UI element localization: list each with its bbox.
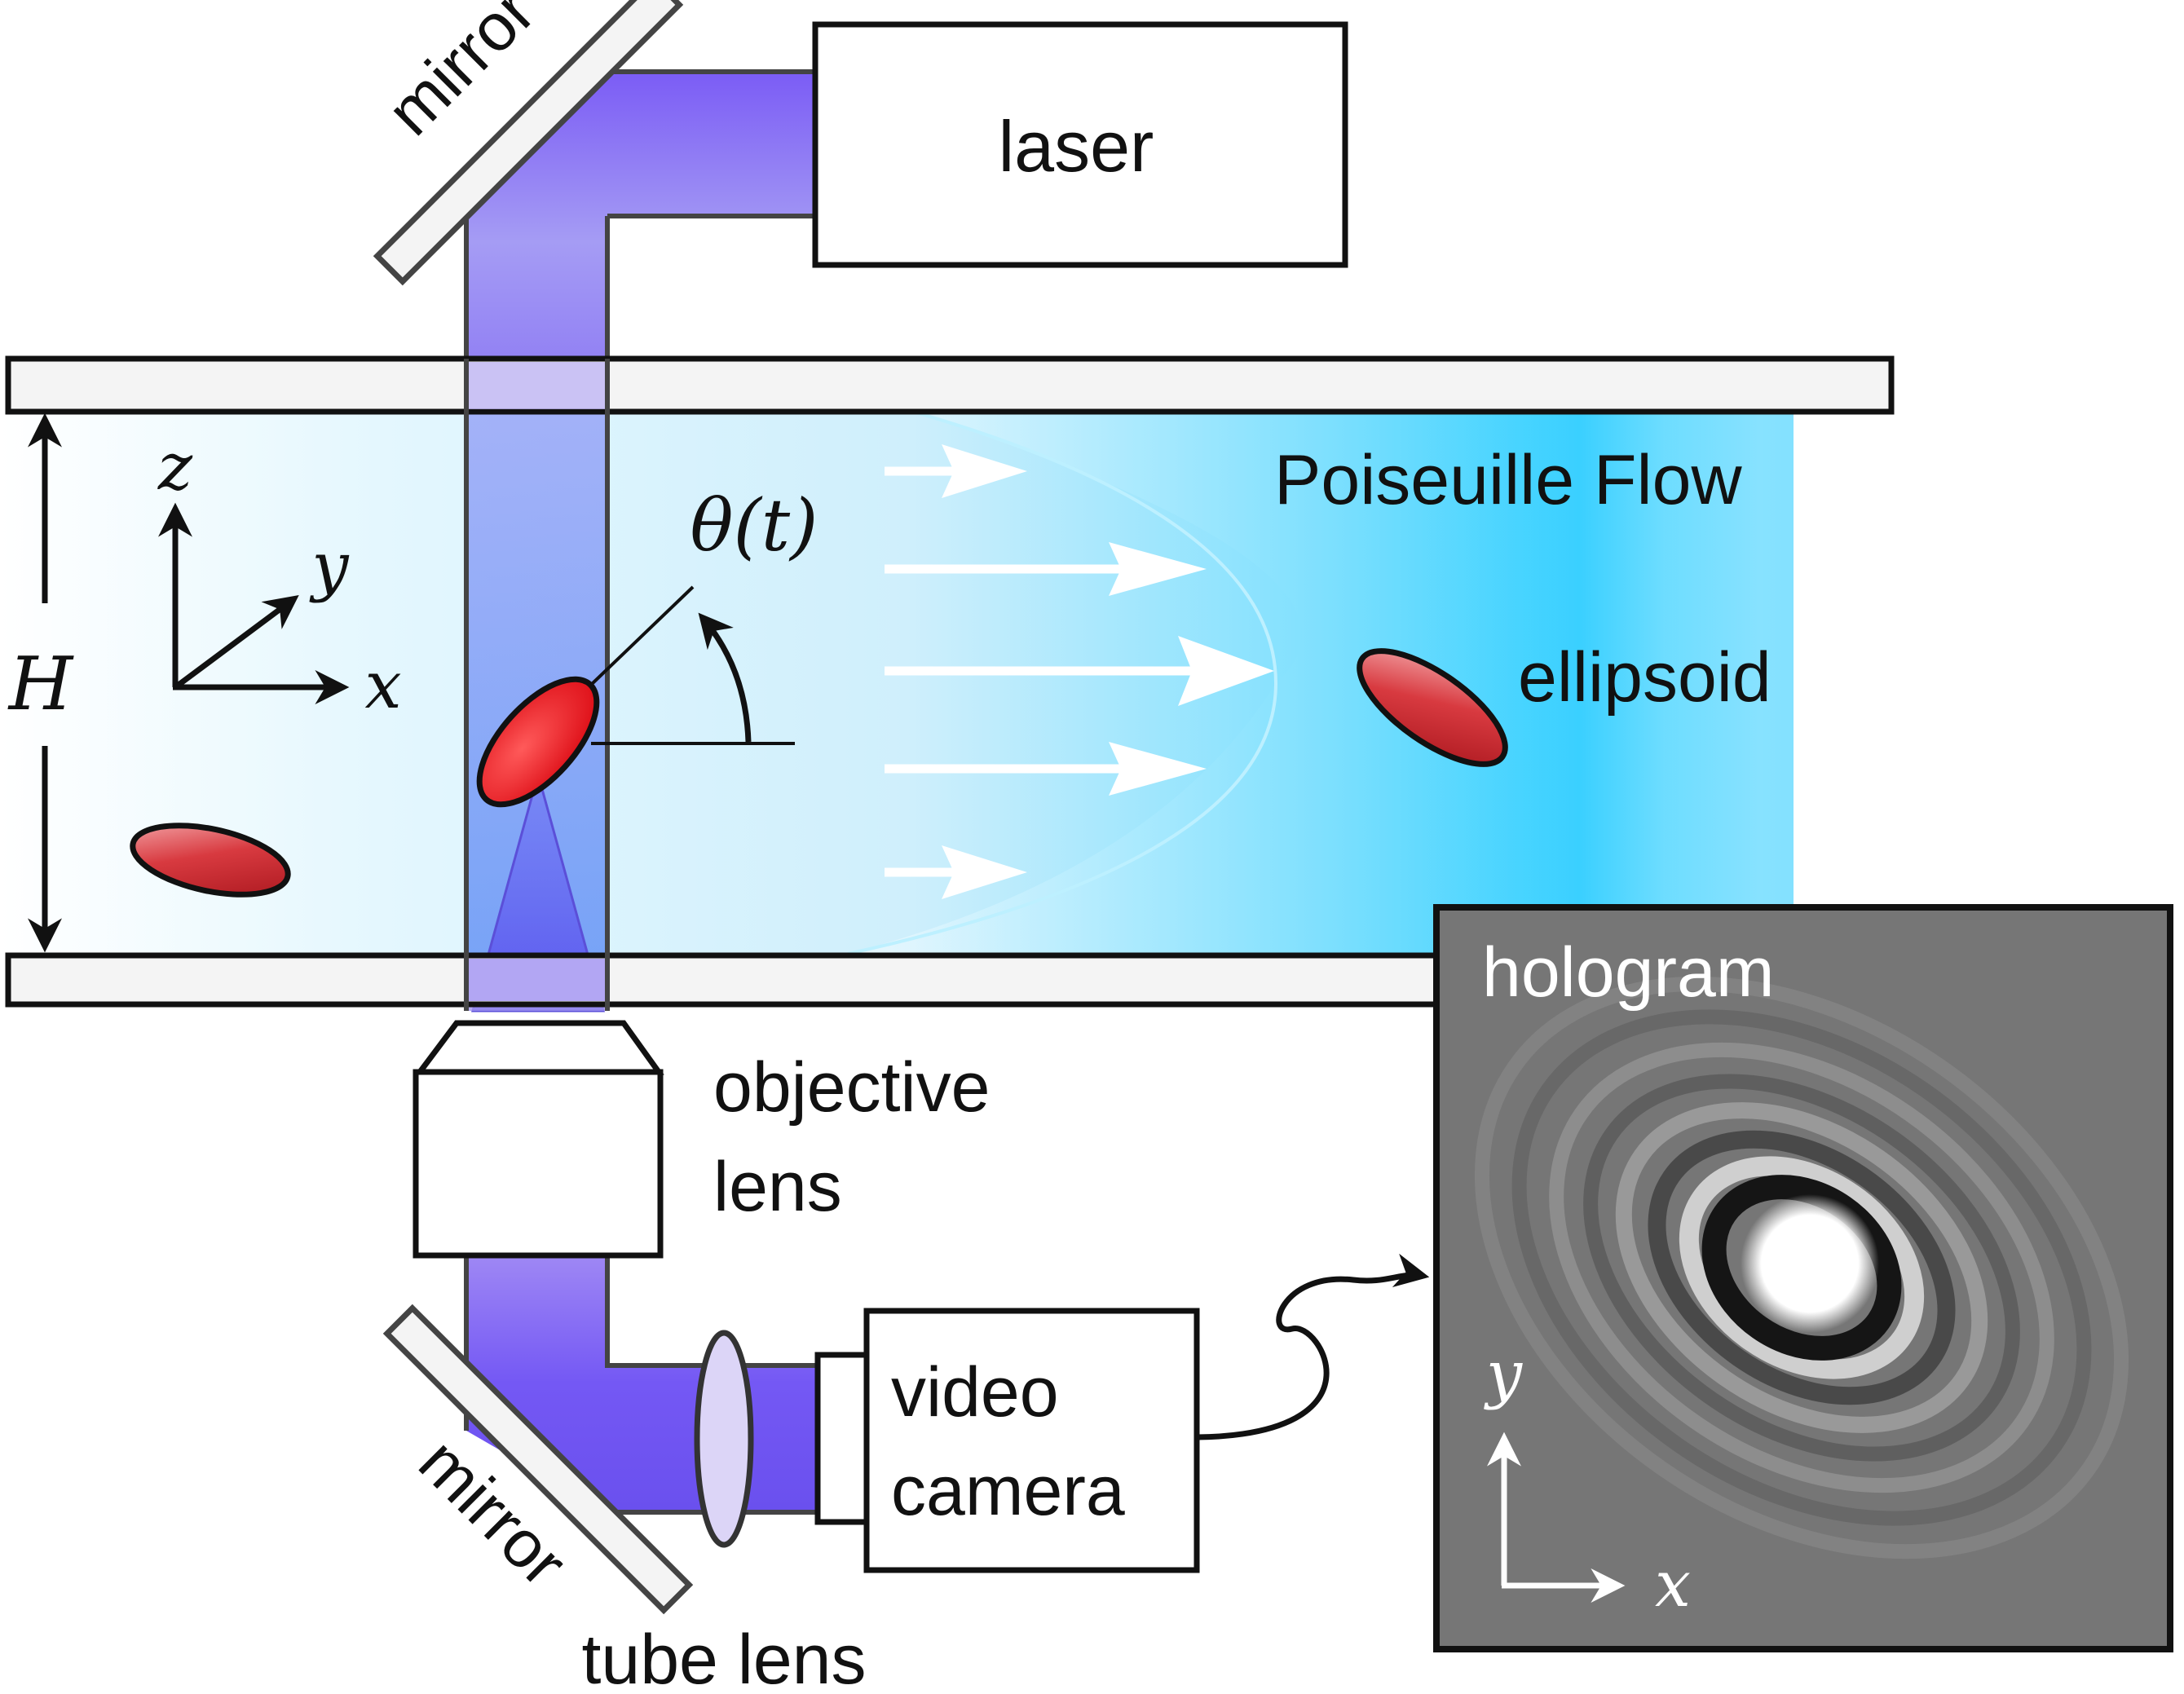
hologram-fringes	[1474, 976, 2129, 1559]
hologram-label: hologram	[1482, 933, 1775, 1012]
beam-in-top-wall	[469, 362, 605, 409]
ellipsoid-right	[1357, 648, 1508, 767]
flow-arrows	[885, 444, 1274, 899]
camera-cable	[1196, 1253, 1430, 1440]
axis-z-label: z	[157, 429, 193, 505]
theta-arc	[698, 612, 752, 743]
axis-y-arrow	[173, 594, 299, 690]
laser-label: laser	[999, 106, 1154, 187]
flow-arrow-2-head	[1109, 542, 1207, 596]
laser-box	[812, 21, 1348, 268]
height-label: H	[7, 642, 74, 727]
camera-label-line2: camera	[891, 1452, 1125, 1530]
hologram-axis-y-label: y	[1484, 1338, 1523, 1411]
ellipsoid-label: ellipsoid	[1518, 638, 1771, 717]
objective-lens-top	[414, 1020, 664, 1075]
beam-in-bottom-wall	[469, 959, 605, 1001]
flow-arrow-3-head	[1178, 636, 1274, 706]
flow-arrow-5-head	[942, 845, 1027, 899]
hologram-border	[1433, 904, 2173, 1652]
laser-beam-lower	[466, 1254, 815, 1512]
axis-x-label: x	[364, 647, 401, 723]
velocity-profile-front	[847, 410, 1278, 955]
axis-y-label: y	[309, 528, 350, 604]
poiseuille-flow-label: Poiseuille Flow	[1274, 441, 1742, 519]
mirror-top	[373, 0, 684, 286]
ellipsoid-left	[130, 823, 291, 898]
hologram-bright-center	[1741, 1194, 1879, 1333]
channel-top-wall	[5, 355, 1895, 415]
hologram-axis-x-label: x	[1655, 1548, 1691, 1621]
hologram-panel	[1433, 904, 2173, 1652]
flow-arrow-4-head	[1109, 742, 1207, 796]
objective-label-line1: objective	[713, 1048, 990, 1127]
theta-label: θ(t)	[690, 483, 818, 567]
tube-lens-label: tube lens	[581, 1621, 866, 1694]
velocity-profile	[848, 412, 1794, 954]
mirror-bottom	[382, 1304, 694, 1615]
theta-axis-line	[589, 585, 695, 686]
flow-arrow-1-head	[942, 444, 1027, 498]
tube-lens	[694, 1330, 754, 1548]
objective-label-line2: lens	[713, 1148, 842, 1226]
camera-mount	[814, 1352, 870, 1525]
objective-lens-body	[413, 1069, 664, 1259]
video-camera-box	[863, 1308, 1200, 1573]
ellipsoid-center	[476, 676, 600, 808]
camera-label-line1: video	[891, 1353, 1059, 1432]
laser-beam-upper	[466, 72, 819, 412]
